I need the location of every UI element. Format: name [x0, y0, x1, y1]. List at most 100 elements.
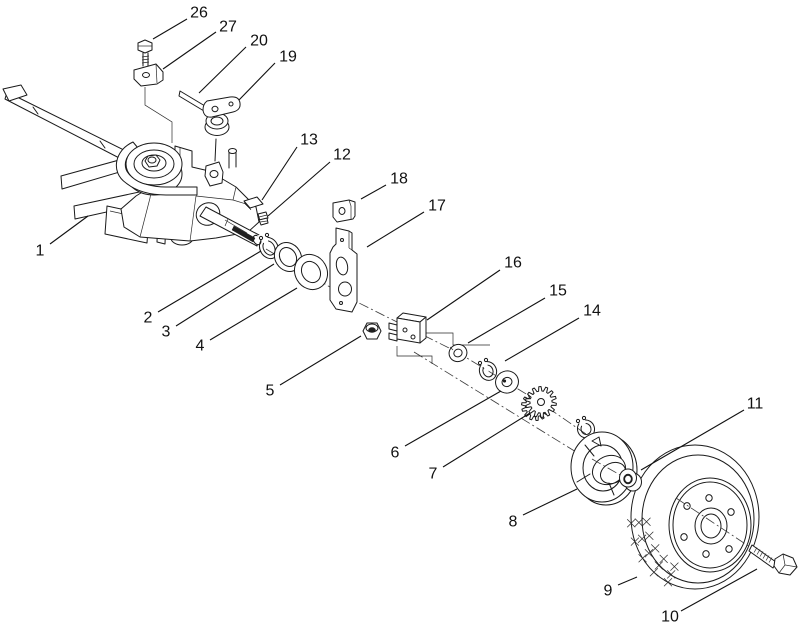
- rim-outer: [668, 477, 752, 573]
- callout-leader-19: [238, 62, 276, 101]
- pivot-block: [388, 312, 427, 344]
- tread-mark: [645, 531, 654, 540]
- tread-mark: [634, 518, 644, 527]
- tread-mark: [654, 561, 664, 570]
- callout-label-17: 17: [428, 198, 446, 215]
- callout-label-26: 26: [190, 5, 208, 22]
- callout-leader-13: [261, 146, 298, 201]
- callout-leader-18: [360, 184, 387, 200]
- retainer-clip: [332, 199, 356, 223]
- thrust-washer: [495, 370, 519, 394]
- flange-nut: [362, 322, 382, 340]
- rim-inner: [672, 481, 748, 569]
- callout-leader-9: [617, 576, 638, 586]
- callout-label-14: 14: [583, 303, 601, 320]
- housing-top-fittings: [144, 87, 237, 187]
- callout-label-19: 19: [279, 49, 297, 66]
- thin-washer: [448, 343, 468, 363]
- vent-pin: [228, 148, 237, 169]
- callout-leader-12: [267, 161, 331, 217]
- callout-label-16: 16: [504, 255, 522, 272]
- shaft-key-installed: [231, 225, 256, 243]
- tread-mark: [630, 537, 640, 546]
- e-clip: [477, 357, 498, 381]
- callout-leader-10: [680, 568, 758, 612]
- callout-label-27: 27: [219, 19, 237, 36]
- tread-mark: [644, 549, 654, 558]
- output-shaft: [199, 206, 262, 247]
- callout-label-13: 13: [300, 132, 318, 149]
- callout-leader-27: [162, 31, 217, 70]
- axle-tube: [2, 84, 131, 163]
- shift-lever: [202, 96, 241, 162]
- hex-bolt: [748, 544, 798, 576]
- tread-mark: [659, 554, 668, 564]
- cable-wire: [144, 87, 173, 143]
- callout-label-3: 3: [162, 324, 171, 341]
- tire-outer: [630, 444, 760, 590]
- drive-pulley: [115, 141, 198, 196]
- callout-label-6: 6: [391, 445, 400, 462]
- tread-mark: [642, 517, 651, 527]
- tread-mark: [666, 570, 676, 579]
- tread-mark: [649, 567, 659, 577]
- callout-leader-16: [426, 269, 501, 321]
- shift-rod: [178, 90, 206, 112]
- drive-belt: [115, 141, 198, 196]
- set-screw: [257, 211, 269, 226]
- flat-washer-small: [273, 242, 303, 272]
- callout-label-15: 15: [549, 283, 567, 300]
- callout-label-5: 5: [266, 383, 275, 400]
- flanged-bushing: [619, 468, 642, 492]
- tread-mark: [626, 519, 636, 528]
- callout-label-8: 8: [509, 514, 518, 531]
- wheel-bolt-holes: [680, 494, 735, 558]
- callout-label-1: 1: [36, 243, 45, 260]
- callout-label-7: 7: [429, 466, 438, 483]
- callout-label-11: 11: [747, 396, 764, 413]
- ear-bracket: [204, 161, 224, 187]
- wheel-hub: [694, 507, 728, 545]
- pulley-nut: [144, 154, 161, 168]
- callout-leader-1: [49, 215, 89, 245]
- callout-leader-2: [157, 250, 262, 313]
- woodruff-key: [243, 196, 264, 211]
- side-plate: [329, 227, 358, 313]
- tread-mark: [650, 544, 660, 553]
- callout-leader-20: [198, 46, 247, 94]
- callout-label-12: 12: [333, 147, 351, 164]
- gearbox-assembly: [2, 84, 262, 247]
- callout-leader-14: [504, 317, 580, 362]
- callout-leader-4: [209, 287, 298, 341]
- callout-label-20: 20: [250, 33, 268, 50]
- phantom-lines: [396, 332, 490, 364]
- e-ring: [257, 232, 280, 260]
- flat-washer-large: [293, 253, 329, 291]
- callout-leader-3: [175, 263, 275, 327]
- callout-leader-15: [467, 297, 546, 344]
- callout-leader-6: [404, 390, 502, 447]
- gear-bore: [537, 398, 545, 406]
- callout-label-10: 10: [661, 609, 679, 626]
- callout-label-4: 4: [196, 338, 205, 355]
- callout-label-18: 18: [390, 171, 408, 188]
- tire-tread: [626, 517, 679, 587]
- callout-leader-7: [442, 412, 531, 468]
- callout-label-9: 9: [604, 583, 613, 600]
- clamp-bracket: [133, 63, 164, 87]
- callout-leader-17: [366, 211, 425, 248]
- tread-mark: [663, 578, 673, 587]
- wheel-bore: [700, 513, 722, 539]
- axis-overlay-wheel: [675, 497, 754, 550]
- axle-end-cap: [2, 84, 28, 102]
- callout-label-2: 2: [144, 310, 153, 327]
- callout-leader-8: [522, 488, 578, 516]
- gear-hub: [570, 431, 638, 506]
- tread-mark: [670, 562, 679, 571]
- gear-face: [525, 386, 557, 418]
- tread-mark: [638, 554, 647, 563]
- callout-leader-11: [640, 409, 745, 471]
- wheel: [626, 444, 760, 590]
- carriage-bolt: [137, 39, 153, 67]
